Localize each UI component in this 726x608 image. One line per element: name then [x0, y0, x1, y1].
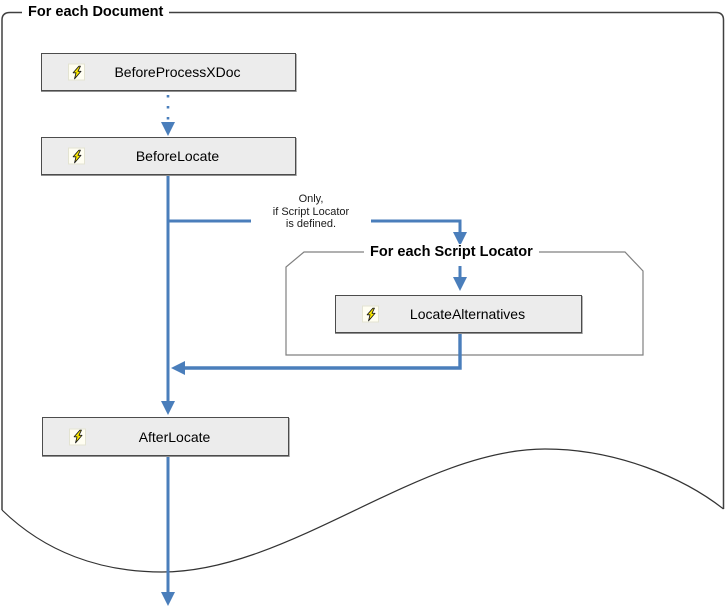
outer-loop-title: For each Document: [22, 4, 170, 21]
arrowhead-down: [161, 401, 175, 415]
condition-note: Only, if Script Locator is defined.: [251, 193, 371, 231]
node-locate-alternatives: LocateAlternatives: [335, 295, 582, 333]
inner-loop-title: For each Script Locator: [364, 244, 539, 261]
outer-container-border: [1, 11, 725, 510]
lightning-bolt-icon: [69, 428, 86, 445]
lightning-bolt-icon: [68, 147, 85, 165]
node-before-process-xdoc: BeforeProcessXDoc: [41, 53, 296, 91]
inner-container-border: [285, 251, 644, 356]
arrowhead-left: [171, 361, 185, 375]
node-label: AfterLocate: [138, 428, 211, 445]
node-before-locate: BeforeLocate: [41, 137, 296, 175]
node-label: BeforeLocate: [135, 148, 220, 164]
lightning-bolt-icon: [68, 63, 85, 81]
wave-bottom-border: [1, 448, 724, 573]
condition-note-line: is defined.: [285, 218, 337, 230]
node-label: LocateAlternatives: [409, 306, 526, 322]
node-after-locate: AfterLocate: [42, 417, 289, 456]
arrowhead-down: [453, 232, 467, 246]
lightning-bolt-icon: [362, 305, 379, 323]
connector-return: [184, 333, 462, 370]
node-label: BeforeProcessXDoc: [114, 64, 241, 80]
arrowhead-down: [161, 122, 175, 136]
arrowhead-down: [161, 592, 175, 606]
condition-note-line: if Script Locator: [272, 205, 350, 218]
condition-note-line: Only,: [298, 193, 324, 205]
arrowhead-down: [453, 277, 467, 291]
